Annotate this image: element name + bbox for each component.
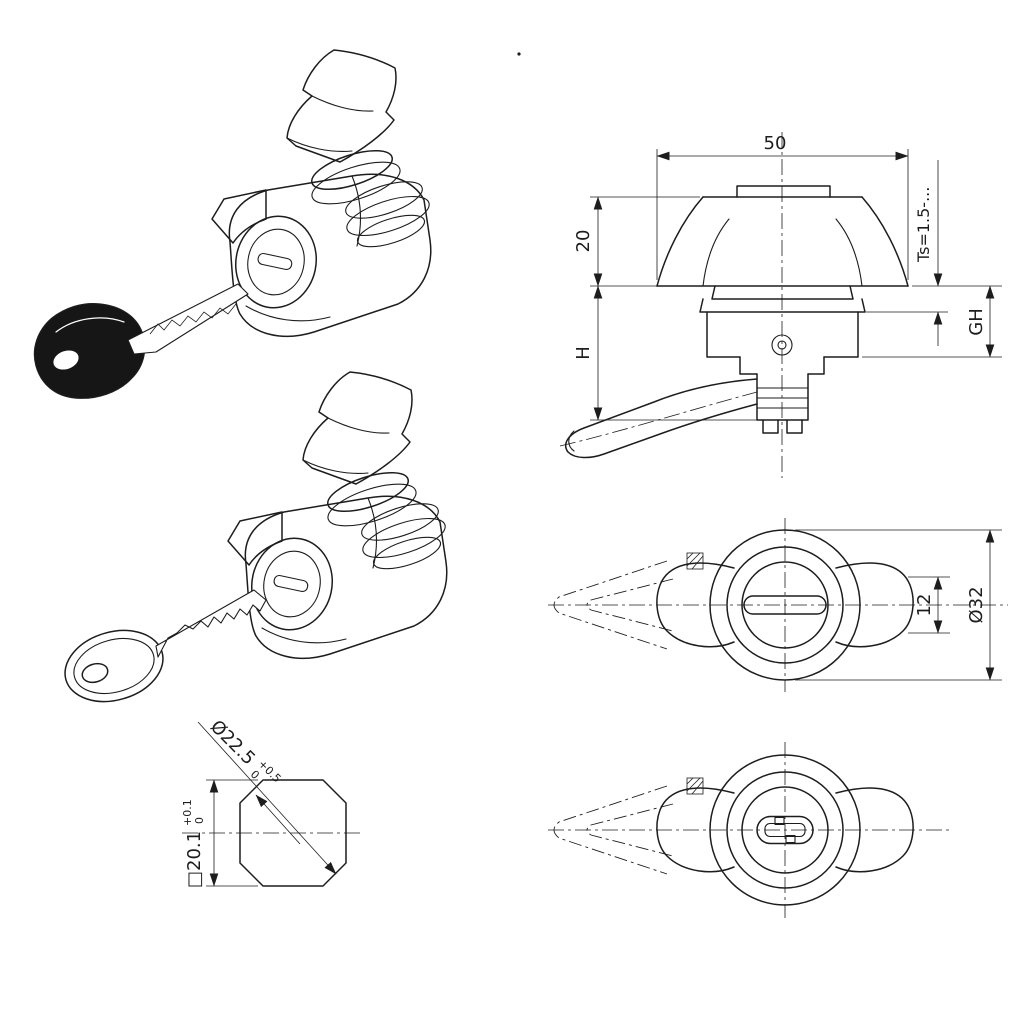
centerline <box>548 742 952 918</box>
key-black <box>33 283 249 399</box>
latch-cam <box>564 378 758 459</box>
top-view-slot: 12 Ø32 <box>548 518 1008 692</box>
dim-height-h: H <box>573 285 757 421</box>
dim-outer-diameter-32: Ø32 <box>795 529 1002 681</box>
front-elevation-view: 50 20 H Ts=1.5-... <box>559 132 1002 478</box>
dim-square: □20.1 +0.1 0 <box>181 779 258 888</box>
dim-12-text: 12 <box>914 594 935 617</box>
centerline <box>548 518 1008 692</box>
dim-ts-text: Ts=1.5-... <box>914 187 933 263</box>
dim-h-text: H <box>573 346 594 360</box>
key-slot-inner <box>764 822 806 838</box>
cutout-profile-view: Ø22.5 +0.5 0 □20.1 +0.1 0 <box>181 716 360 888</box>
dim-knob-height-text: 20 <box>573 230 594 253</box>
isometric-view-2 <box>227 371 451 660</box>
key-head <box>33 303 146 399</box>
cutout-octagon <box>239 779 347 887</box>
key-slot-outer <box>756 815 814 845</box>
dim-width-text: 50 <box>764 133 787 154</box>
dim-gh-text: GH <box>966 308 987 335</box>
dim-bore-diameter: Ø22.5 +0.5 0 <box>197 716 337 875</box>
key-head <box>64 629 164 703</box>
dim-width-50: 50 <box>656 133 909 280</box>
key-blade <box>127 283 249 355</box>
dim-panel-thickness: Ts=1.5-... <box>866 160 1002 346</box>
dim-square-text: □20.1 <box>184 831 205 888</box>
sheet-speck <box>517 52 521 56</box>
dim-bore-text: Ø22.5 <box>206 716 259 769</box>
dim-square-tol-upper: +0.1 <box>181 799 194 826</box>
key-hole <box>81 662 109 684</box>
key-outline <box>64 589 267 703</box>
top-view-keyslot <box>548 742 952 918</box>
key-blade <box>155 589 267 658</box>
dim-grip-height: GH <box>862 285 1002 358</box>
screwdriver-slot <box>743 595 827 615</box>
dim-dia32-text: Ø32 <box>966 586 987 623</box>
dim-grip-thickness-12: 12 <box>908 576 950 634</box>
dim-square-tol-lower: 0 <box>193 817 206 824</box>
dim-knob-height-20: 20 <box>573 196 700 287</box>
key-hole <box>53 350 79 370</box>
